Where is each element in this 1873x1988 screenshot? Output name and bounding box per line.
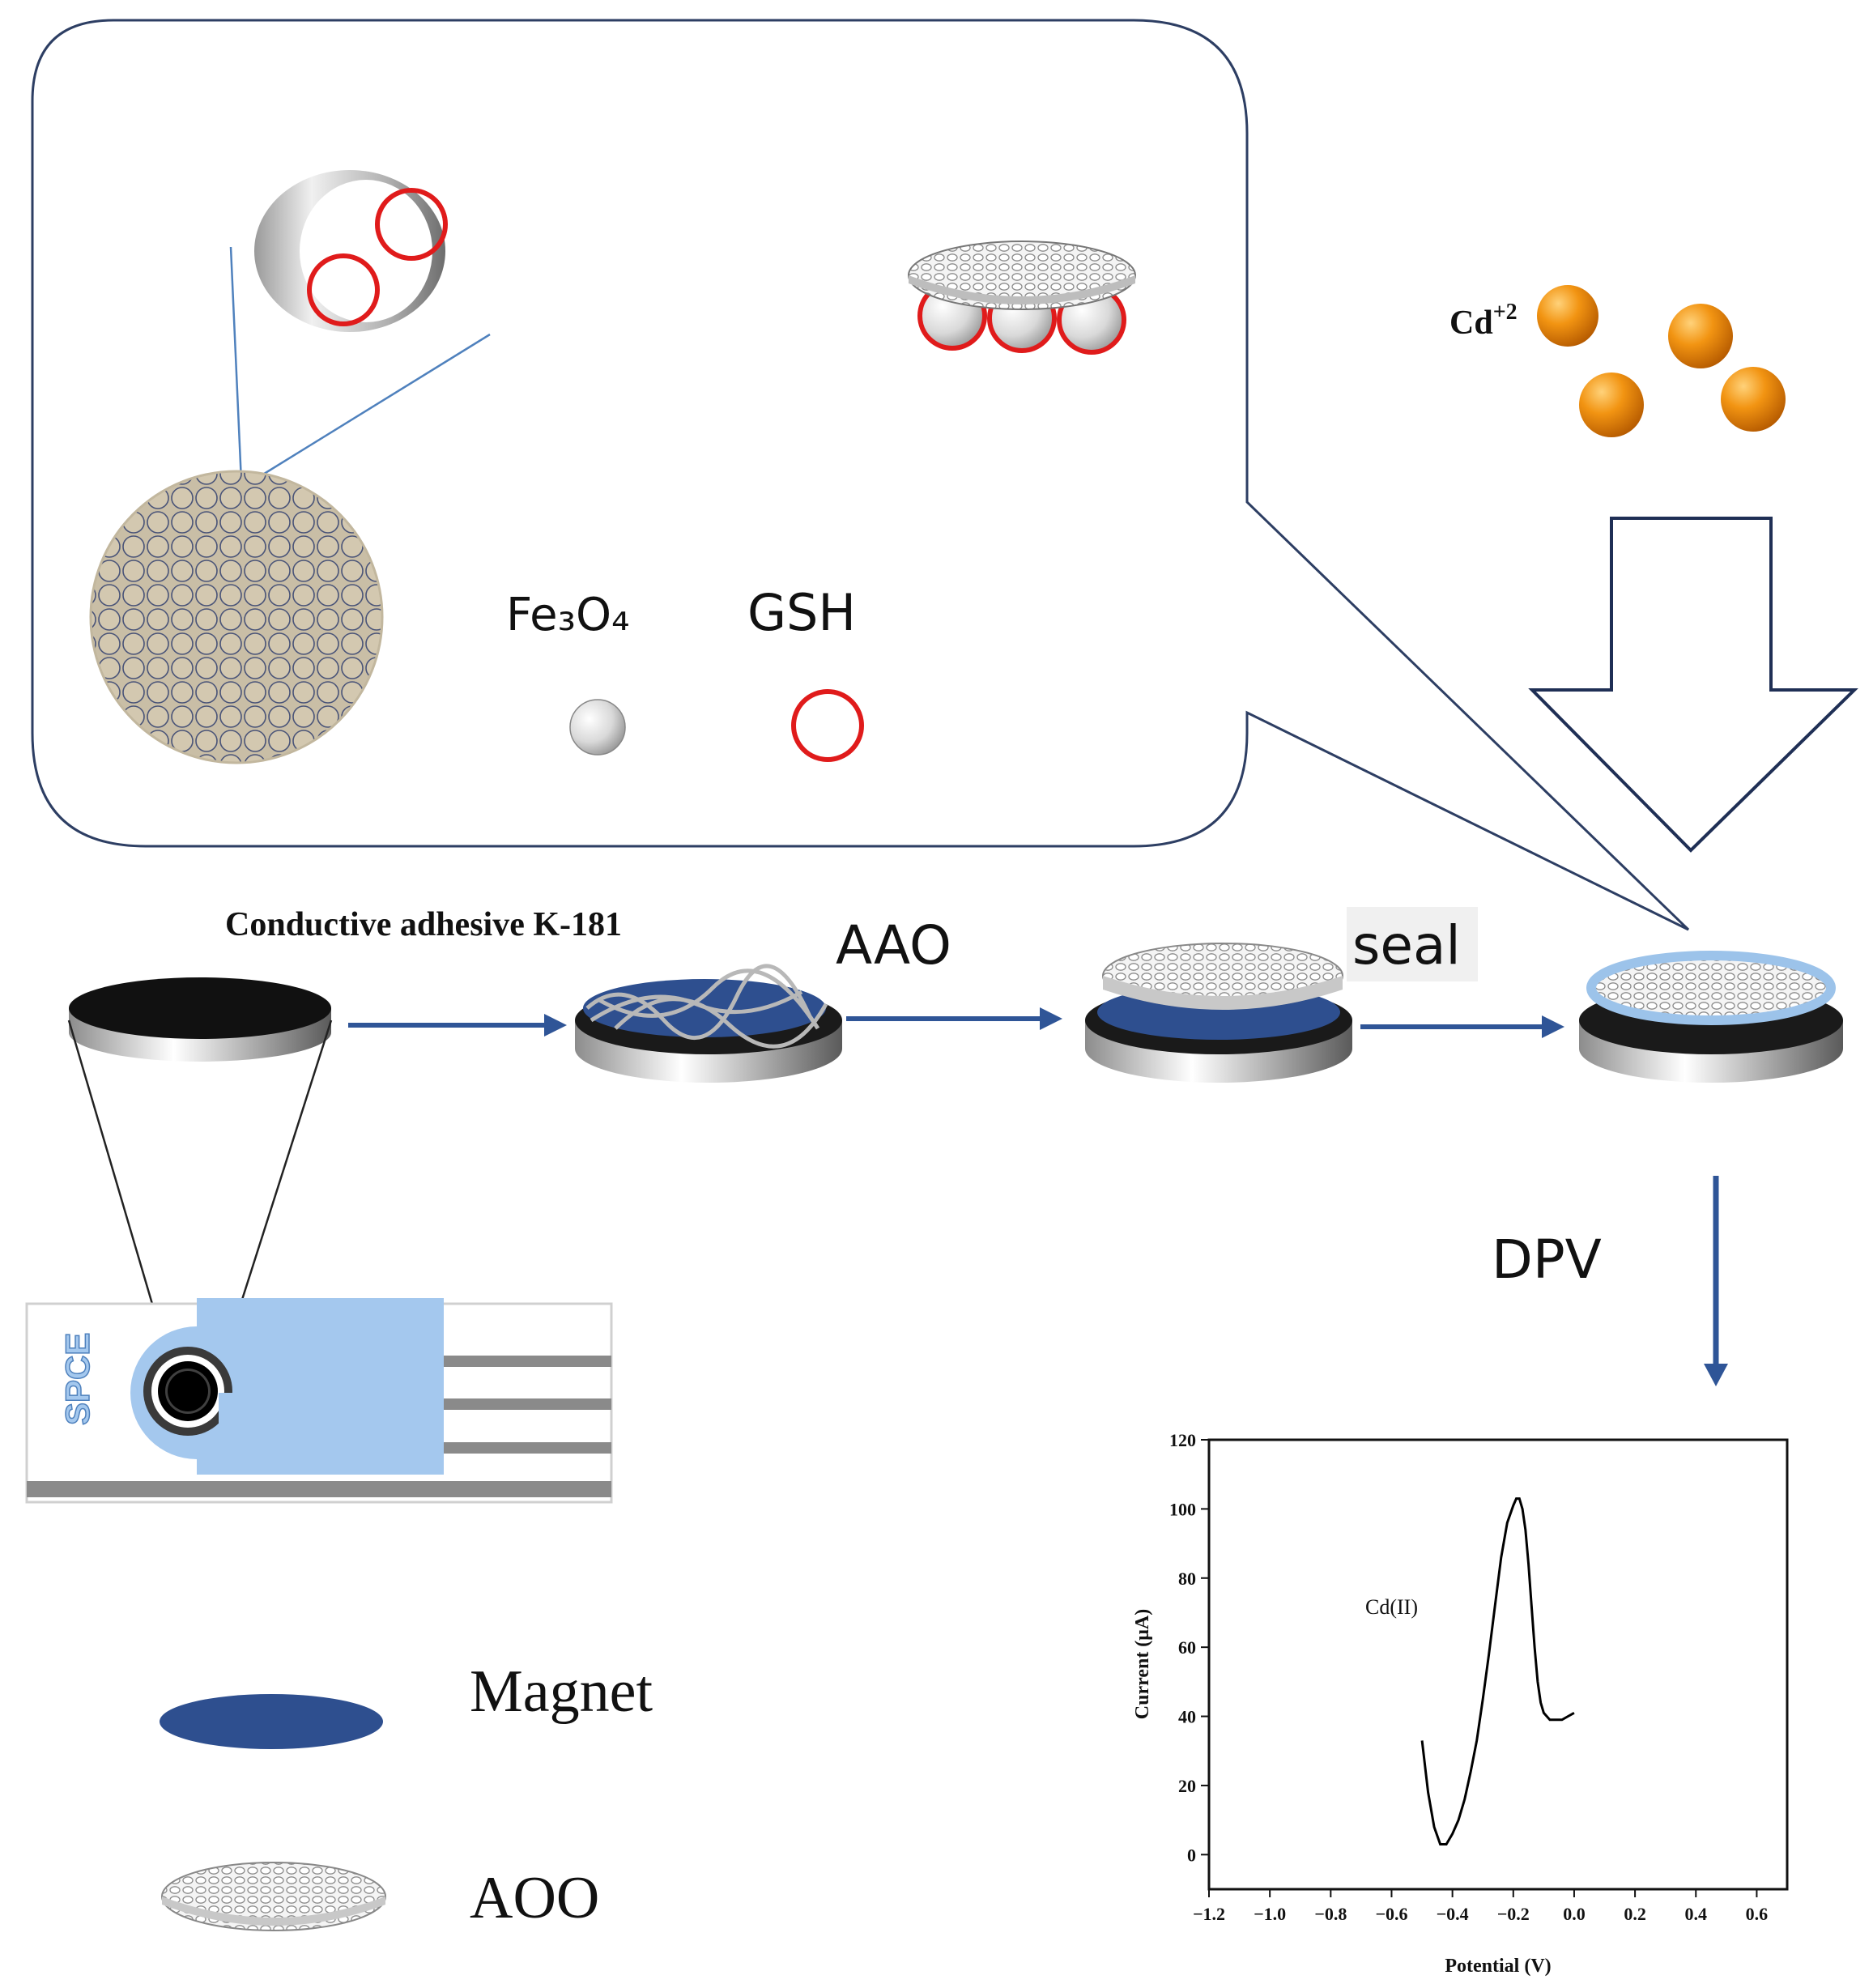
magnet-legend-label: Magnet [470, 1658, 653, 1725]
aao-step-label: AAO [836, 914, 951, 977]
fe3o4-label: Fe₃O₄ [506, 589, 630, 641]
chart-y-tick-label: 20 [1178, 1776, 1196, 1796]
process-arrow-icon [348, 1014, 567, 1037]
cd-ion-icon [1579, 372, 1644, 437]
cd-ion-icon [1668, 304, 1733, 368]
sealed-electrode-icon [1579, 951, 1843, 1083]
cd-ion-icon [1537, 285, 1598, 347]
spce-electrode-icon [25, 1298, 613, 1504]
chart-series-line [1420, 1497, 1575, 1845]
fe3o4-sphere-icon [569, 699, 626, 756]
chart-x-tick-label: −1.0 [1254, 1904, 1286, 1924]
aoo-legend-label: AOO [470, 1865, 599, 1931]
chart-y-tick-label: 60 [1178, 1637, 1196, 1658]
chart-y-tick-label: 120 [1169, 1430, 1196, 1450]
chart-x-tick-label: −0.4 [1437, 1904, 1469, 1924]
aoo-legend-icon [161, 1862, 386, 1931]
adhesive-label: Conductive adhesive K-181 [225, 906, 622, 943]
chart-x-tick-label: −0.8 [1314, 1904, 1347, 1924]
chart-x-tick-label: 0.0 [1563, 1904, 1586, 1924]
dpv-label: DPV [1492, 1228, 1602, 1291]
chart-y-tick-label: 40 [1178, 1707, 1196, 1727]
chart-x-axis-label: Potential (V) [1445, 1956, 1551, 1977]
cd-ion-label: Cd+2 [1449, 300, 1518, 342]
zoom-line [229, 246, 243, 483]
zoom-line [250, 333, 491, 483]
gsh-ring-icon [791, 689, 864, 762]
chart-x-tick-label: 0.4 [1685, 1904, 1708, 1924]
chart-x-tick-label: −0.2 [1497, 1904, 1530, 1924]
chart-y-tick-label: 0 [1187, 1845, 1196, 1865]
process-arrow-icon [846, 1007, 1062, 1030]
electrode-with-magnet-icon [575, 964, 842, 1083]
chart-y-axis-label: Current (μA) [1132, 1609, 1153, 1719]
porous-membrane-icon [89, 470, 384, 764]
callout-pointer-line [1246, 711, 1689, 931]
dpv-chart: Current (μA) Potential (V) Cd(II) −1.2 −1… [1132, 1430, 1789, 1977]
callout-box [31, 19, 1690, 931]
ring-tube-icon [254, 170, 448, 332]
aao-on-fe3o4-icon [908, 241, 1136, 355]
chart-x-tick-label: −0.6 [1375, 1904, 1407, 1924]
chart-frame [1207, 1438, 1789, 1891]
gsh-label: GSH [747, 583, 856, 642]
electrode-with-aao-icon [1085, 943, 1352, 1083]
magnet-legend-icon [160, 1694, 383, 1749]
big-down-arrow-icon [1528, 517, 1858, 853]
chart-x-tick-label: 0.6 [1746, 1904, 1769, 1924]
chart-x-tick-label: −1.2 [1193, 1904, 1225, 1924]
seal-label-bg [1347, 907, 1478, 981]
chart-x-tick-label: 0.2 [1624, 1904, 1646, 1924]
chart-y-tick-label: 100 [1169, 1499, 1196, 1519]
seal-step-label: seal [1352, 914, 1461, 977]
spce-label: SPCE [58, 1333, 96, 1425]
chart-y-tick-label: 80 [1178, 1569, 1196, 1589]
cd-ion-icon [1721, 367, 1786, 432]
dpv-arrow-icon [1704, 1176, 1728, 1386]
electrode-disk-icon [69, 977, 331, 1062]
chart-annotation: Cd(II) [1365, 1595, 1418, 1619]
process-arrow-icon [1360, 1015, 1564, 1038]
